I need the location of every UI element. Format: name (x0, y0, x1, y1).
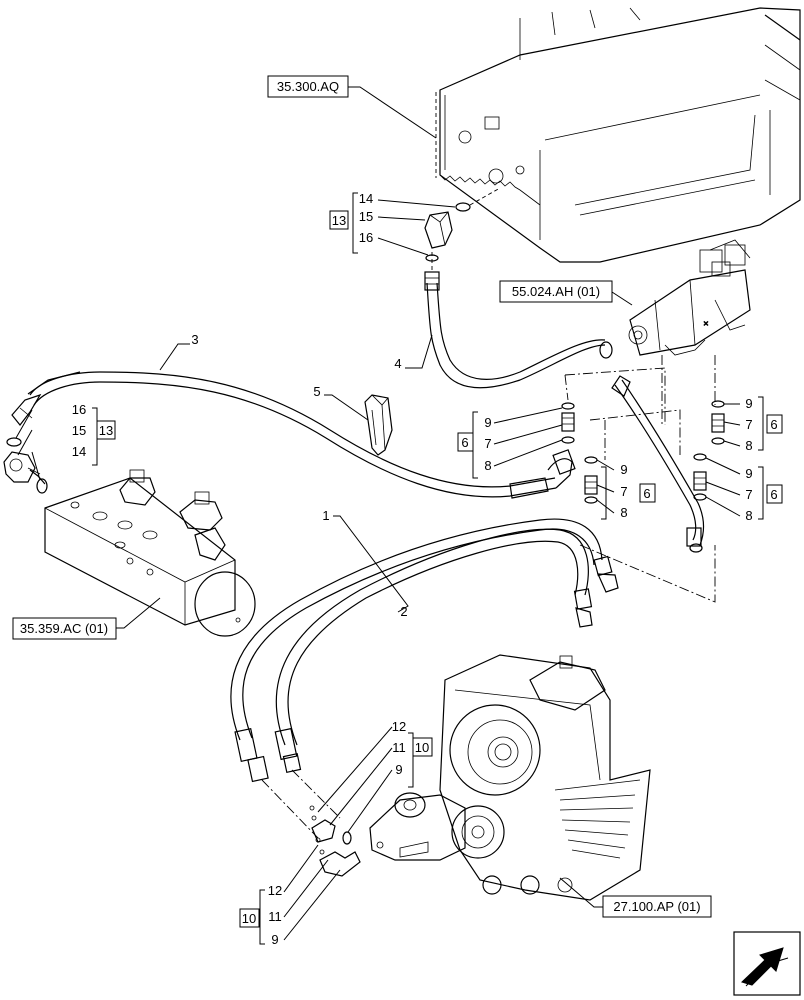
callout-5: 5 (313, 384, 320, 399)
kit-box-6-a: 6 (457, 432, 474, 452)
kit-box-6-d: 6 (766, 484, 783, 504)
reference-box-35300[interactable]: 35.300.AQ (267, 75, 349, 98)
callout-7: 7 (620, 484, 627, 499)
callout-8: 8 (620, 505, 627, 520)
callout-9: 9 (484, 415, 491, 430)
kit-number: 6 (770, 417, 777, 432)
kit-number: 6 (461, 435, 468, 450)
pump-fittings (309, 805, 361, 877)
reference-label: 35.300.AQ (277, 79, 339, 94)
kit-box-10-b: 10 (239, 908, 260, 928)
callout-8: 8 (745, 508, 752, 523)
callout-9: 9 (395, 762, 402, 777)
clamp-5 (364, 394, 393, 456)
reference-label: 55.024.AH (01) (512, 284, 600, 299)
left-elbow-fitting (3, 437, 48, 494)
callout-12: 12 (392, 719, 406, 734)
callout-8: 8 (484, 458, 491, 473)
housing-assembly (435, 7, 801, 263)
kit-box-6-b: 6 (639, 483, 656, 503)
callout-16: 16 (359, 230, 373, 245)
reference-box-27100[interactable]: 27.100.AP (01) (602, 895, 712, 918)
kit-number: 13 (99, 423, 113, 438)
reference-label: 27.100.AP (01) (613, 899, 700, 914)
callout-11: 11 (268, 909, 282, 924)
kit-box-10-a: 10 (412, 737, 433, 757)
callout-15: 15 (72, 423, 86, 438)
callout-7: 7 (745, 487, 752, 502)
svg-text:✕: ✕ (703, 321, 709, 328)
kit-box-13-top: 13 (329, 210, 349, 230)
hose-3 (11, 371, 576, 499)
kit-box-6-c: 6 (766, 414, 783, 434)
callout-12: 12 (268, 883, 282, 898)
hoses-1-2 (230, 518, 619, 839)
kit-number: 6 (770, 487, 777, 502)
manifold-block (44, 469, 256, 637)
callout-7: 7 (484, 436, 491, 451)
reference-label: 35.359.AC (01) (20, 621, 108, 636)
callout-4: 4 (394, 356, 401, 371)
assembly-guide-lines (564, 355, 716, 603)
kit-number: 10 (415, 740, 429, 755)
callout-9: 9 (745, 466, 752, 481)
reference-box-35359[interactable]: 35.359.AC (01) (12, 617, 117, 640)
callout-3: 3 (191, 332, 198, 347)
callout-14: 14 (72, 444, 86, 459)
callout-9: 9 (745, 396, 752, 411)
valve-return-hose (611, 375, 705, 553)
pump-gearbox (369, 654, 651, 901)
callout-9: 9 (620, 462, 627, 477)
callout-15: 15 (359, 209, 373, 224)
callout-1: 1 (322, 508, 329, 523)
elbow-fitting-top (424, 187, 501, 262)
navigation-arrow-icon[interactable] (733, 931, 801, 996)
leader-lines (15, 86, 764, 945)
callout-16: 16 (72, 402, 86, 417)
reference-box-55024[interactable]: 55.024.AH (01) (499, 280, 613, 303)
kit-number: 13 (332, 213, 346, 228)
callout-7: 7 (745, 417, 752, 432)
kit-number: 6 (643, 486, 650, 501)
callout-labels: 14 15 16 3 4 5 16 15 14 9 7 8 9 7 8 9 7 … (72, 191, 753, 947)
callout-9: 9 (271, 932, 278, 947)
kit-number: 10 (242, 911, 256, 926)
callout-11: 11 (392, 740, 406, 755)
callout-8: 8 (745, 438, 752, 453)
callout-14: 14 (359, 191, 373, 206)
valve-block-top: ✕ (628, 239, 751, 356)
callout-2: 2 (400, 604, 407, 619)
hose-4 (424, 252, 613, 389)
kit-box-13-left: 13 (96, 420, 116, 440)
